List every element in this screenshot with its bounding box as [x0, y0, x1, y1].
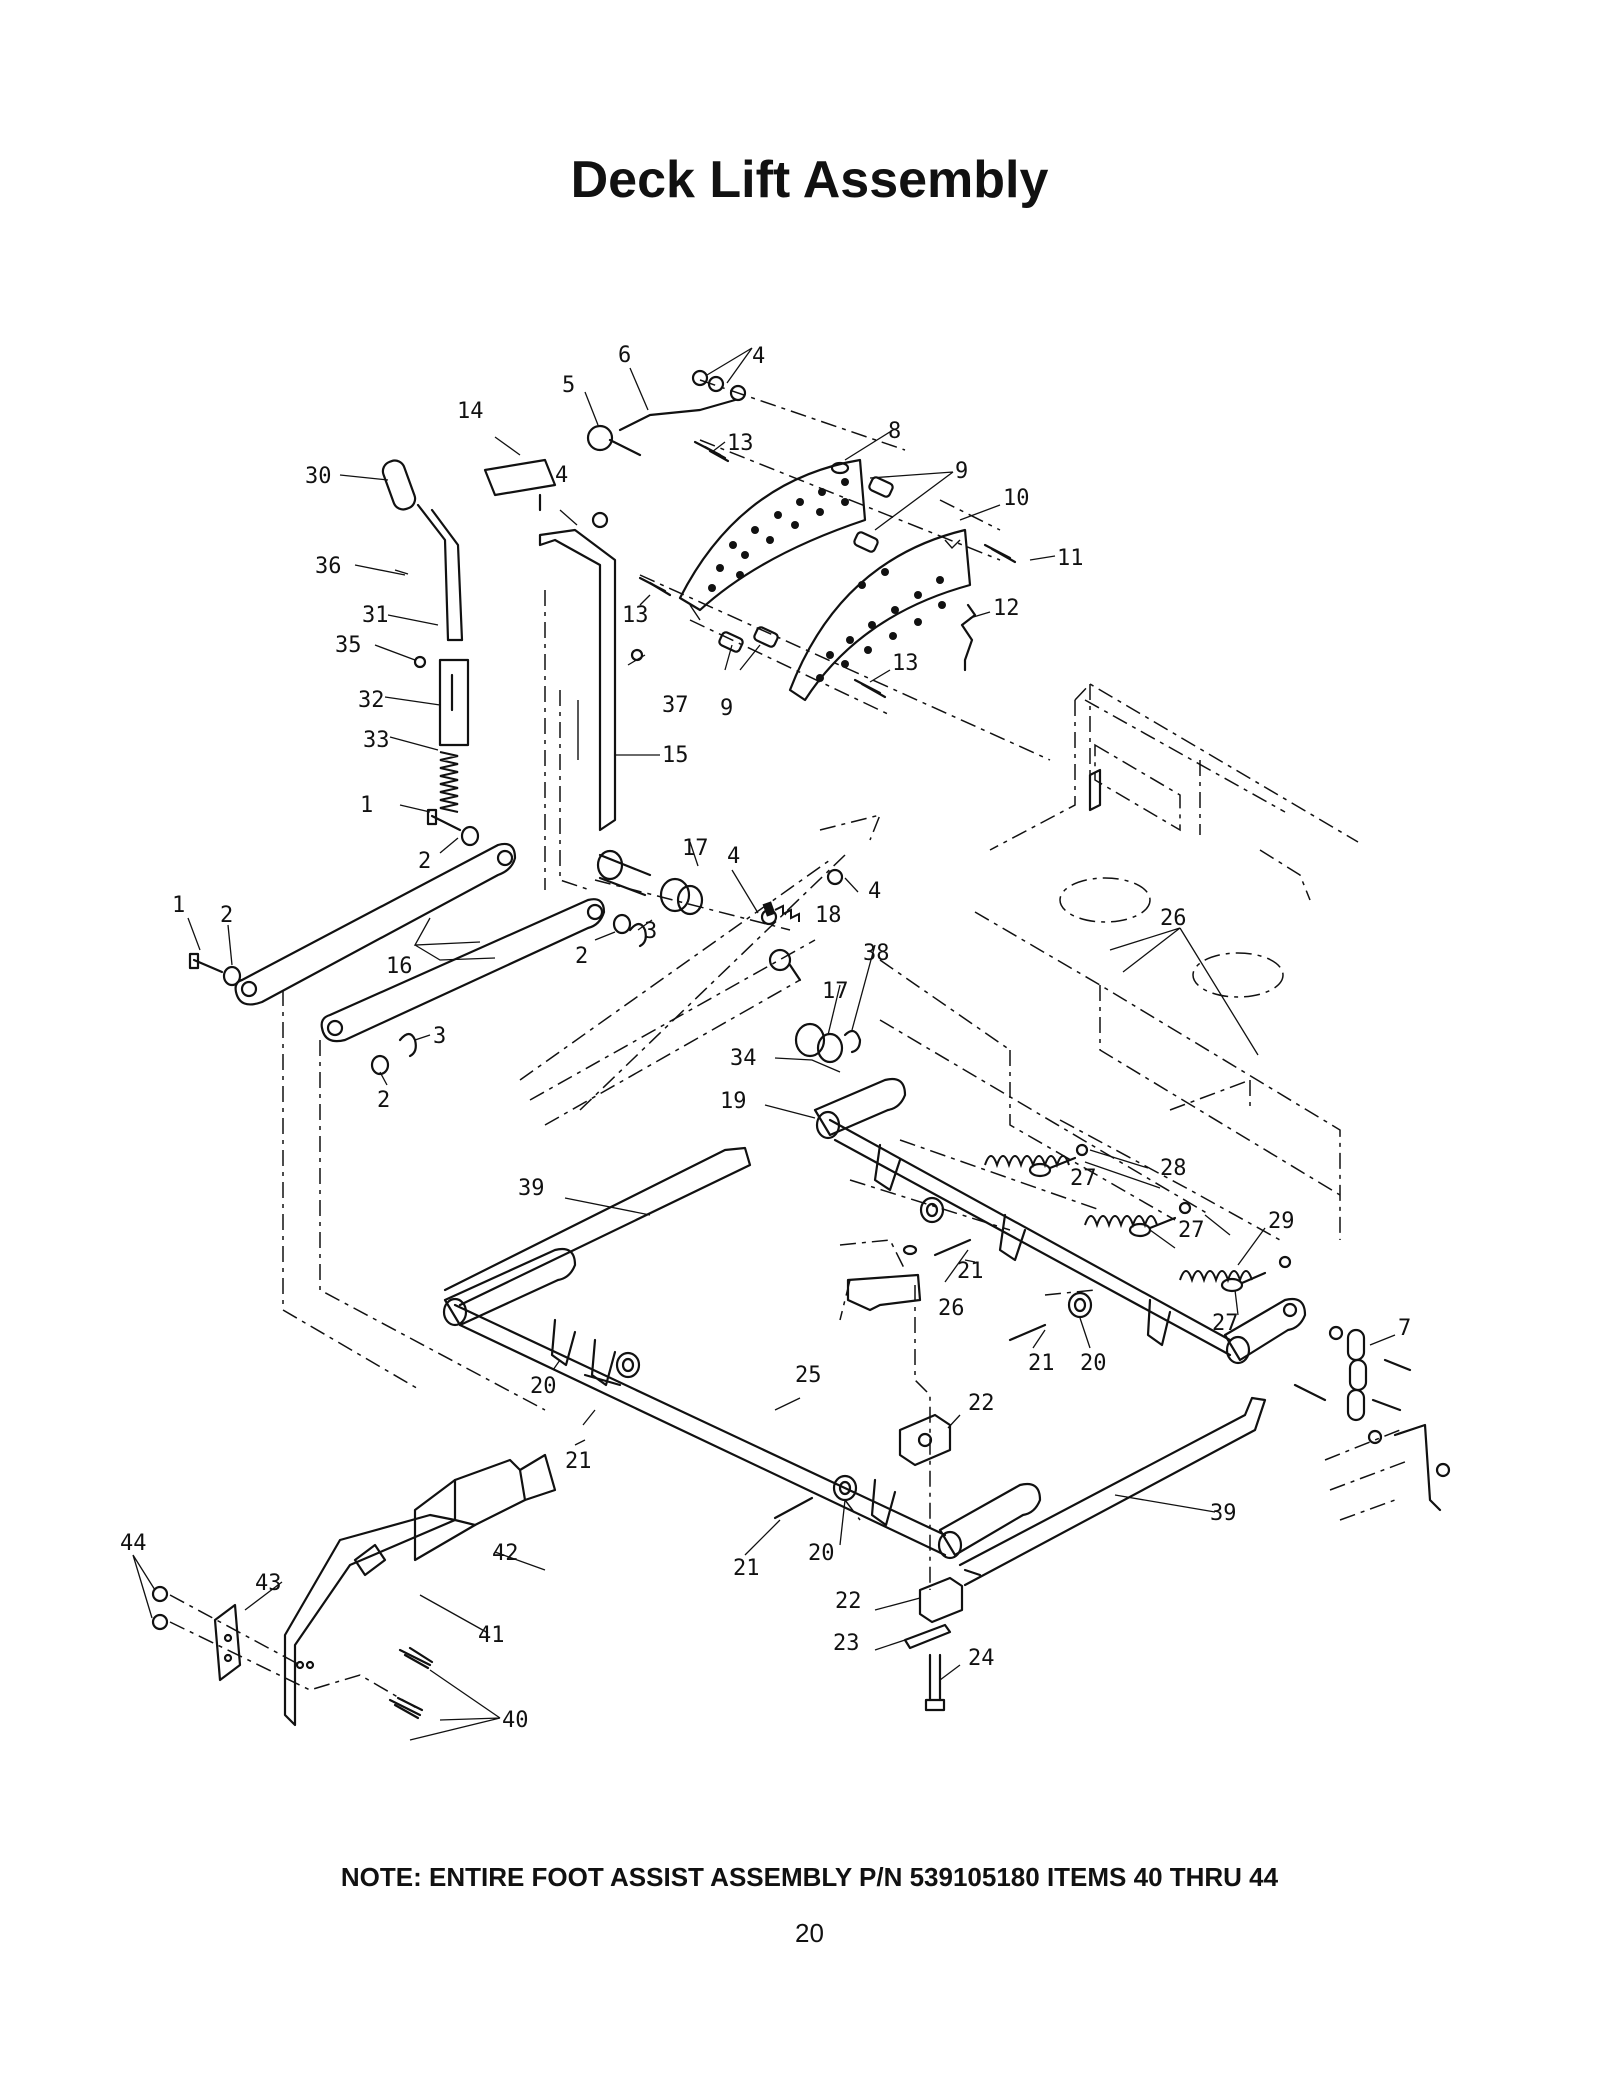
callout-10: 10	[1003, 486, 1030, 511]
height-adjust-plate-8	[678, 458, 867, 621]
trunnion-22	[898, 1285, 964, 1712]
bracket-26	[839, 1239, 922, 1321]
leader-lines	[132, 347, 1396, 1741]
height-chain-7	[1282, 1302, 1451, 1521]
callout-9b: 9	[720, 696, 733, 721]
rear-lift-shaft-19	[813, 1077, 1307, 1365]
callout-24: 24	[968, 1646, 995, 1671]
callout-13c: 13	[892, 651, 919, 676]
height-adjust-plate-10	[788, 528, 972, 702]
callout-25: 25	[795, 1363, 822, 1388]
spring-18	[762, 901, 802, 982]
callout-27c: 27	[1212, 1311, 1239, 1336]
callout-labels: 1 1 2 2 2 2 3 3 4 4 4 4 5 6 7 8 9 9 10 1…	[120, 343, 1411, 1733]
callout-42: 42	[492, 1541, 519, 1566]
clevis-pins-and-washers	[188, 808, 647, 1076]
callout-13a: 13	[727, 431, 754, 456]
bolts	[638, 439, 1051, 761]
callout-2c: 2	[575, 944, 588, 969]
callout-39b: 39	[1210, 1501, 1237, 1526]
callout-20b: 20	[1080, 1351, 1107, 1376]
callout-21c: 21	[1028, 1351, 1055, 1376]
callout-28: 28	[1160, 1156, 1187, 1181]
bushing-17	[596, 849, 862, 1064]
callout-44: 44	[120, 1531, 147, 1556]
page-number: 20	[795, 1918, 824, 1948]
lift-cables	[519, 813, 882, 1126]
callout-3b: 3	[433, 1024, 446, 1049]
washers-20-cotter-21	[583, 1196, 1096, 1521]
callout-4a: 4	[752, 344, 765, 369]
callout-13b: 13	[622, 603, 649, 628]
callout-16: 16	[386, 954, 413, 979]
callout-31: 31	[362, 603, 389, 628]
callout-8: 8	[888, 419, 901, 444]
spacer-9	[718, 476, 894, 653]
callout-26b: 26	[938, 1296, 965, 1321]
callout-23: 23	[833, 1631, 860, 1656]
callout-21b: 21	[957, 1259, 984, 1284]
callout-39a: 39	[518, 1176, 545, 1201]
callout-12: 12	[993, 596, 1020, 621]
callout-4b: 4	[555, 463, 568, 488]
callout-34: 34	[730, 1046, 757, 1071]
callout-1a: 1	[172, 893, 185, 918]
callout-7: 7	[1398, 1316, 1411, 1341]
callout-27b: 27	[1178, 1218, 1205, 1243]
callout-9a: 9	[955, 459, 968, 484]
callout-2b: 2	[418, 849, 431, 874]
callout-29: 29	[1268, 1209, 1295, 1234]
callout-21d: 21	[733, 1556, 760, 1581]
callout-36: 36	[315, 554, 342, 579]
lift-lever-15	[483, 458, 644, 891]
callout-4d: 4	[868, 879, 881, 904]
callout-26a: 26	[1160, 906, 1187, 931]
callout-18: 18	[815, 903, 842, 928]
foot-assist-assembly	[151, 1453, 557, 1727]
front-lift-shaft-25	[442, 1146, 1267, 1587]
callout-3a: 3	[644, 919, 657, 944]
callout-32: 32	[358, 688, 385, 713]
lift-link-16	[234, 842, 606, 1411]
page-title: Deck Lift Assembly	[570, 151, 1049, 209]
callout-21a: 21	[565, 1449, 592, 1474]
chassis-frame	[879, 683, 1359, 1240]
footnote: NOTE: ENTIRE FOOT ASSIST ASSEMBLY P/N 53…	[340, 1862, 1279, 1892]
nuts-4-top	[591, 369, 906, 926]
callout-17b: 17	[822, 979, 849, 1004]
callout-4c: 4	[727, 844, 740, 869]
callout-37: 37	[662, 693, 689, 718]
callout-20c: 20	[808, 1541, 835, 1566]
callout-33: 33	[363, 728, 390, 753]
callout-6: 6	[618, 343, 631, 368]
callout-19: 19	[720, 1089, 747, 1114]
callout-40: 40	[502, 1708, 529, 1733]
callout-30: 30	[305, 464, 332, 489]
callout-22a: 22	[968, 1391, 995, 1416]
callout-5: 5	[562, 373, 575, 398]
callout-1b: 1	[360, 793, 373, 818]
hairpin-clip-12	[960, 603, 977, 672]
callout-14: 14	[457, 399, 484, 424]
lift-springs-29	[984, 1119, 1292, 1293]
callout-35: 35	[335, 633, 362, 658]
callout-2d: 2	[377, 1088, 390, 1113]
callout-20a: 20	[530, 1374, 557, 1399]
lift-handle	[381, 459, 470, 813]
callout-27a: 27	[1070, 1166, 1097, 1191]
callout-11: 11	[1057, 546, 1084, 571]
lock-pin-5	[586, 398, 737, 457]
callout-17a: 17	[682, 836, 709, 861]
callout-15: 15	[662, 743, 689, 768]
callout-41: 41	[478, 1623, 505, 1648]
callout-43: 43	[255, 1571, 282, 1596]
callout-38: 38	[863, 941, 890, 966]
callout-2a: 2	[220, 903, 233, 928]
callout-22b: 22	[835, 1589, 862, 1614]
